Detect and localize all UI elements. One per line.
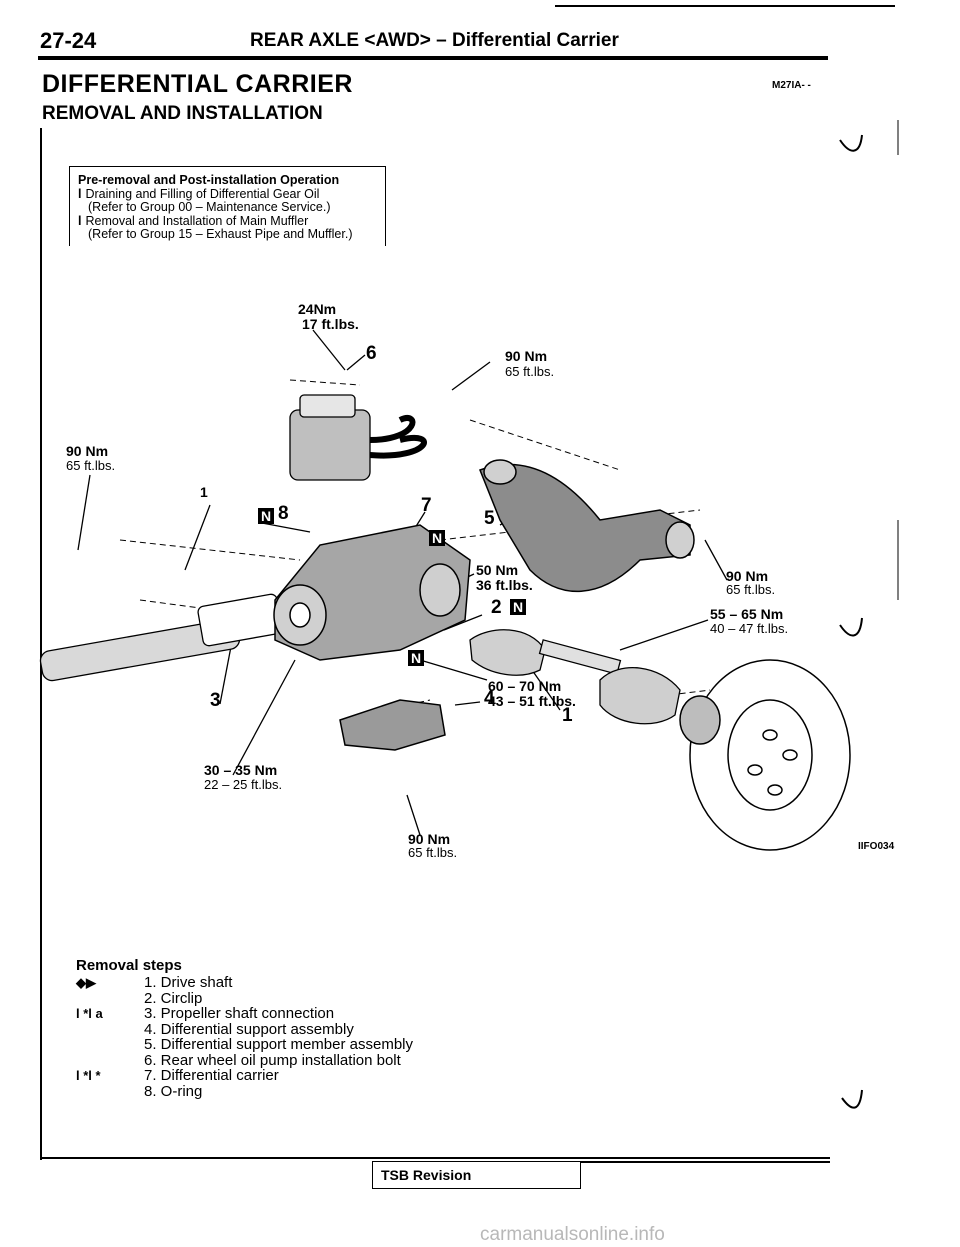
torque-label: 90 Nm [408, 831, 451, 847]
list-item: 6. Rear wheel oil pump installation bolt [144, 1051, 401, 1069]
document-code: M27IA- - [772, 80, 811, 91]
callout-number: 8 [278, 503, 289, 524]
torque-label: 30 – 35 Nm [204, 762, 278, 778]
removal-steps-heading: Removal steps [76, 957, 182, 974]
torque-label: 90 Nm [726, 568, 769, 584]
tsb-revision-box: TSB Revision [372, 1161, 581, 1189]
callout-number: 5 [484, 508, 495, 529]
header-rule [38, 56, 828, 60]
callout-number: 4 [484, 688, 495, 709]
new-part-icon: N [408, 650, 425, 666]
torque-label: 50 Nm [476, 562, 519, 578]
callout-number: 4 [201, 484, 209, 500]
list-item: 4. Differential support assembly [144, 1020, 354, 1038]
list-item: 8. O-ring [144, 1082, 203, 1100]
list-item: ◆▶1. Drive shaft [76, 974, 233, 991]
torque-label: 65 ft.lbs. [66, 458, 116, 473]
page-subtitle: REMOVAL AND INSTALLATION [42, 103, 323, 124]
torque-label: 65 ft.lbs. [408, 845, 458, 860]
new-part-icon: N [510, 599, 527, 615]
torque-label: 17 ft.lbs. [302, 316, 359, 332]
torque-label: 55 – 65 Nm [710, 606, 784, 622]
list-item: 2. Circlip [144, 989, 203, 1007]
torque-label: 40 – 47 ft.lbs. [710, 621, 789, 636]
callout-number: 1 [562, 705, 573, 726]
watermark: carmanualsonline.info [480, 1224, 665, 1245]
torque-label: 65 ft.lbs. [726, 582, 776, 597]
left-margin-rule [40, 128, 42, 1160]
torque-label: 90 Nm [66, 443, 109, 459]
margin-mark-icon [839, 134, 863, 152]
pre-removal-item-ref: (Refer to Group 00 – Maintenance Service… [88, 200, 331, 214]
callout-number: 2 [491, 597, 502, 618]
pre-removal-item-ref: (Refer to Group 15 – Exhaust Pipe and Mu… [88, 227, 353, 241]
pre-removal-box: Pre-removal and Post-installation Operat… [69, 166, 386, 246]
new-part-icon: N [429, 530, 446, 546]
list-item: 5. Differential support member assembly [144, 1036, 414, 1053]
callout-number: 3 [210, 690, 221, 711]
torque-label: 65 ft.lbs. [505, 364, 555, 379]
bullet-icon: l [78, 213, 82, 228]
page-title: DIFFERENTIAL CARRIER [42, 70, 353, 98]
footer-rule [581, 1161, 830, 1163]
pre-removal-heading: Pre-removal and Post-installation Operat… [78, 173, 340, 187]
bottom-rule [40, 1157, 830, 1159]
header-top-rule [555, 5, 895, 7]
callout-number: 6 [366, 343, 377, 364]
list-item: l *l *7. Differential carrier [76, 1067, 279, 1084]
page-number: 27-24 [40, 28, 97, 53]
callout-number: 1 [200, 484, 208, 500]
torque-label: 90 Nm [505, 348, 548, 364]
callout-number: 7 [421, 495, 432, 516]
torque-label: 24Nm [298, 301, 337, 317]
new-part-icon: N [258, 508, 275, 524]
torque-label: 60 – 70 Nm [488, 678, 562, 694]
torque-label: 22 – 25 ft.lbs. [204, 777, 283, 792]
torque-label: 36 ft.lbs. [476, 577, 533, 593]
section-title: REAR AXLE <AWD> – Differential Carrier [250, 30, 619, 51]
bullet-icon: l [78, 186, 82, 201]
torque-label: 43 – 51 ft.lbs. [488, 693, 576, 709]
figure-code: IIFO034 [858, 841, 895, 852]
